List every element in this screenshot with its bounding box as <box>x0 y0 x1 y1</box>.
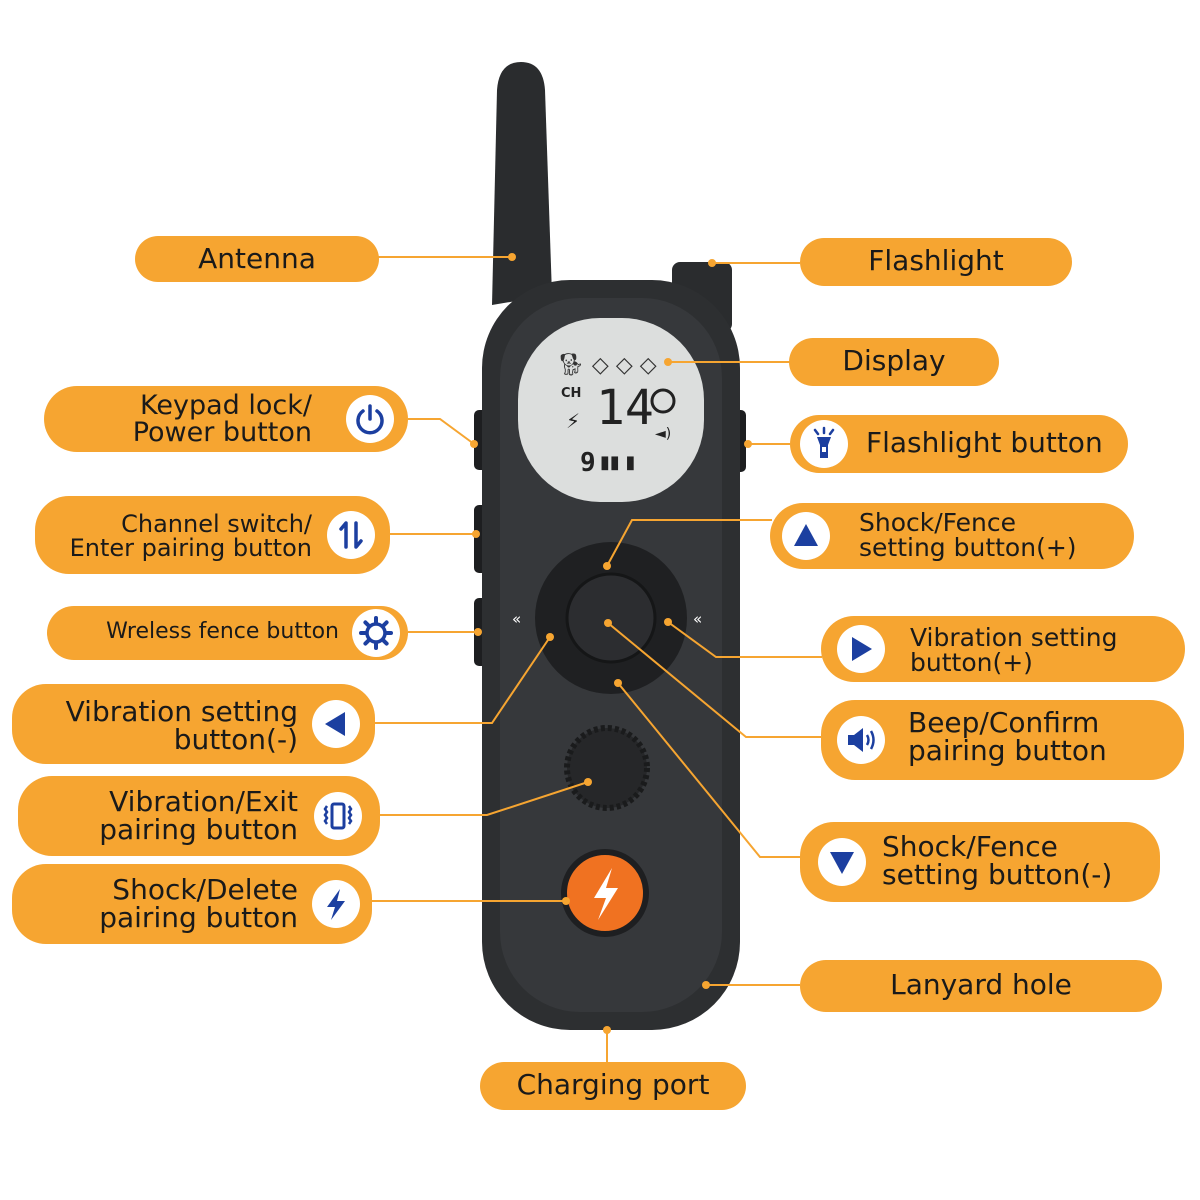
lcd-level: 14 <box>596 380 654 436</box>
lcd-mode-icon <box>650 388 676 414</box>
callout-antenna: Antenna <box>135 236 379 282</box>
label-lanyard-hole: Lanyard hole <box>890 968 1072 1001</box>
lightning-icon <box>312 880 360 928</box>
label-keypad-lock: Keypad lock/Power button <box>132 390 312 448</box>
callout-flashlight-button: Flashlight button <box>790 415 1128 473</box>
label-flashlight: Flashlight <box>868 244 1004 277</box>
speaker-icon <box>837 716 885 764</box>
triangle-up-icon <box>782 512 830 560</box>
callout-fence-button: Wreless fence button <box>47 606 408 660</box>
gear-icon <box>352 609 400 657</box>
leader-dots <box>470 253 752 1034</box>
label-channel-switch: Channel switch/Enter pairing button <box>69 510 312 562</box>
callout-channel-switch: Channel switch/Enter pairing button <box>35 496 390 574</box>
callout-lanyard-hole: Lanyard hole <box>800 960 1162 1012</box>
triangle-left-icon <box>312 700 360 748</box>
label-antenna: Antenna <box>198 242 316 275</box>
vibration-icon <box>314 792 362 840</box>
vibration-knob <box>564 725 650 811</box>
lcd-lightning-icon: ⚡ <box>566 409 580 433</box>
lcd-vibration-level: 9 <box>580 448 596 478</box>
power-icon <box>346 395 394 443</box>
label-display: Display <box>842 344 946 377</box>
lcd-battery-icons: ▮▮ ▮ <box>600 452 635 473</box>
lcd-sound-icon: ◄) <box>655 426 671 442</box>
label-charging-port: Charging port <box>516 1068 710 1101</box>
callout-charging-port: Charging port <box>480 1062 746 1110</box>
callout-display: Display <box>789 338 999 386</box>
callout-keypad-lock: Keypad lock/Power button <box>44 386 408 452</box>
flashlight-icon <box>800 420 848 468</box>
label-flashlight-button: Flashlight button <box>866 426 1103 459</box>
triangle-right-icon <box>837 625 885 673</box>
triangle-down-icon <box>818 838 866 886</box>
lcd-channel-label: CH <box>561 386 581 401</box>
antenna-shape <box>492 62 552 305</box>
leader-lines <box>372 256 822 1062</box>
callout-flashlight: Flashlight <box>800 238 1072 286</box>
shock-button-bolt <box>594 868 618 920</box>
lcd-dog-icons: 🐕︎ ◇ ◇ ◇ <box>557 353 657 378</box>
dpad-left-arrows: « <box>512 610 521 628</box>
dpad-center-button <box>565 572 657 664</box>
dpad-right-arrows: « <box>693 610 702 628</box>
label-fence-button: Wreless fence button <box>106 619 339 644</box>
lcd-screen <box>518 318 704 502</box>
channel-switch-icon <box>327 511 375 559</box>
